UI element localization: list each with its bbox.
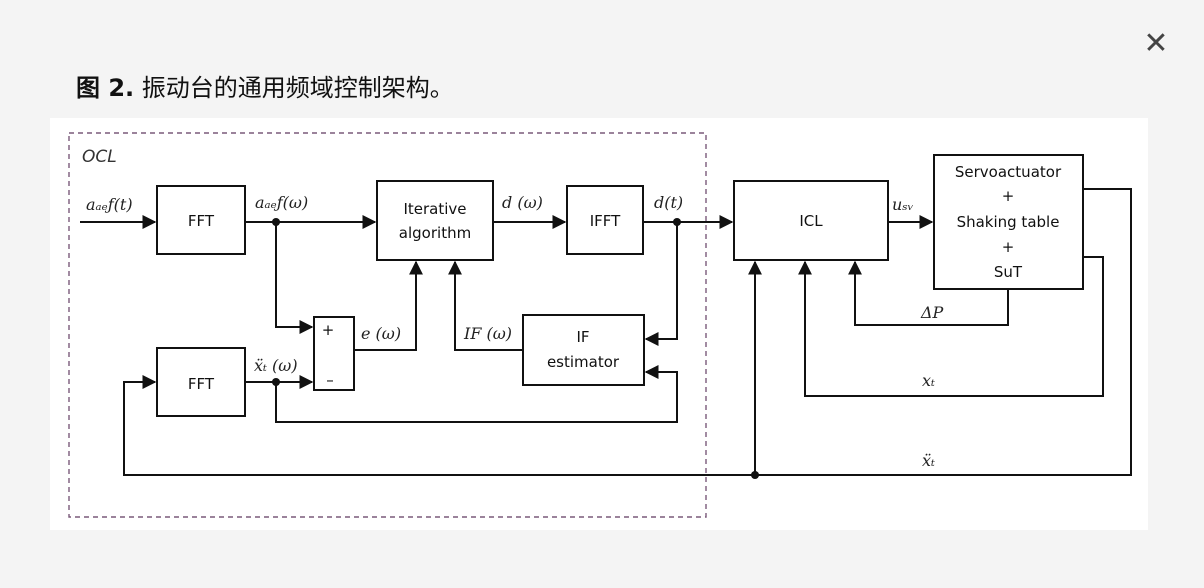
- fft-top-label: FFT: [188, 212, 215, 230]
- figure-caption: 图 2. 振动台的通用频域控制架构。: [76, 68, 454, 103]
- signal-aref-t: aₐₑƒ(t): [86, 195, 133, 214]
- signal-xdd-t: ẍₜ: [922, 451, 935, 470]
- signal-e-w: e (ω): [361, 324, 401, 343]
- signal-aref-w: aₐₑƒ(ω): [255, 193, 308, 212]
- sum-minus: –: [326, 371, 334, 389]
- caption-prefix: 图 2.: [76, 74, 135, 102]
- plant-label-2: Shaking table: [957, 213, 1060, 231]
- sum-junction: + –: [313, 316, 355, 391]
- ifft-block: IFFT: [566, 185, 644, 255]
- signal-d-t: d(t): [654, 193, 683, 212]
- ocl-region: [68, 132, 707, 518]
- plant-block: Servoactuator + Shaking table + SuT: [933, 154, 1084, 290]
- caption-text: 振动台的通用频域控制架构。: [134, 74, 454, 102]
- signal-d-w: d (ω): [502, 193, 543, 212]
- icl-block: ICL: [733, 180, 889, 261]
- iterative-label-2: algorithm: [399, 224, 471, 242]
- signal-usv: uₛᵥ: [892, 195, 914, 214]
- sum-plus: +: [322, 321, 335, 339]
- ifft-label: IFFT: [590, 212, 621, 230]
- fft-bottom-label: FFT: [188, 375, 215, 393]
- signal-xdd-w: ẍₜ (ω): [254, 356, 298, 375]
- fft-bottom-block: FFT: [156, 347, 246, 417]
- iterative-label-1: Iterative: [403, 200, 466, 218]
- if-estimator-label-2: estimator: [547, 353, 620, 371]
- signal-delta-p: ΔP: [920, 303, 944, 322]
- signal-xt: xₜ: [922, 371, 935, 390]
- close-icon[interactable]: ✕: [1143, 26, 1169, 61]
- signal-lines: [80, 188, 1132, 479]
- ocl-label: OCL: [82, 147, 117, 167]
- signal-if-w: IF (ω): [463, 324, 512, 343]
- fft-top-block: FFT: [156, 185, 246, 255]
- iterative-algorithm-block: Iterative algorithm: [376, 180, 494, 261]
- if-estimator-label-1: IF: [576, 328, 589, 346]
- plant-label-1: Servoactuator: [955, 163, 1062, 181]
- plant-plus-1: +: [1002, 187, 1015, 205]
- plant-plus-2: +: [1002, 238, 1015, 256]
- plant-label-3: SuT: [994, 263, 1023, 281]
- icl-label: ICL: [799, 212, 823, 230]
- if-estimator-block: IF estimator: [522, 314, 645, 386]
